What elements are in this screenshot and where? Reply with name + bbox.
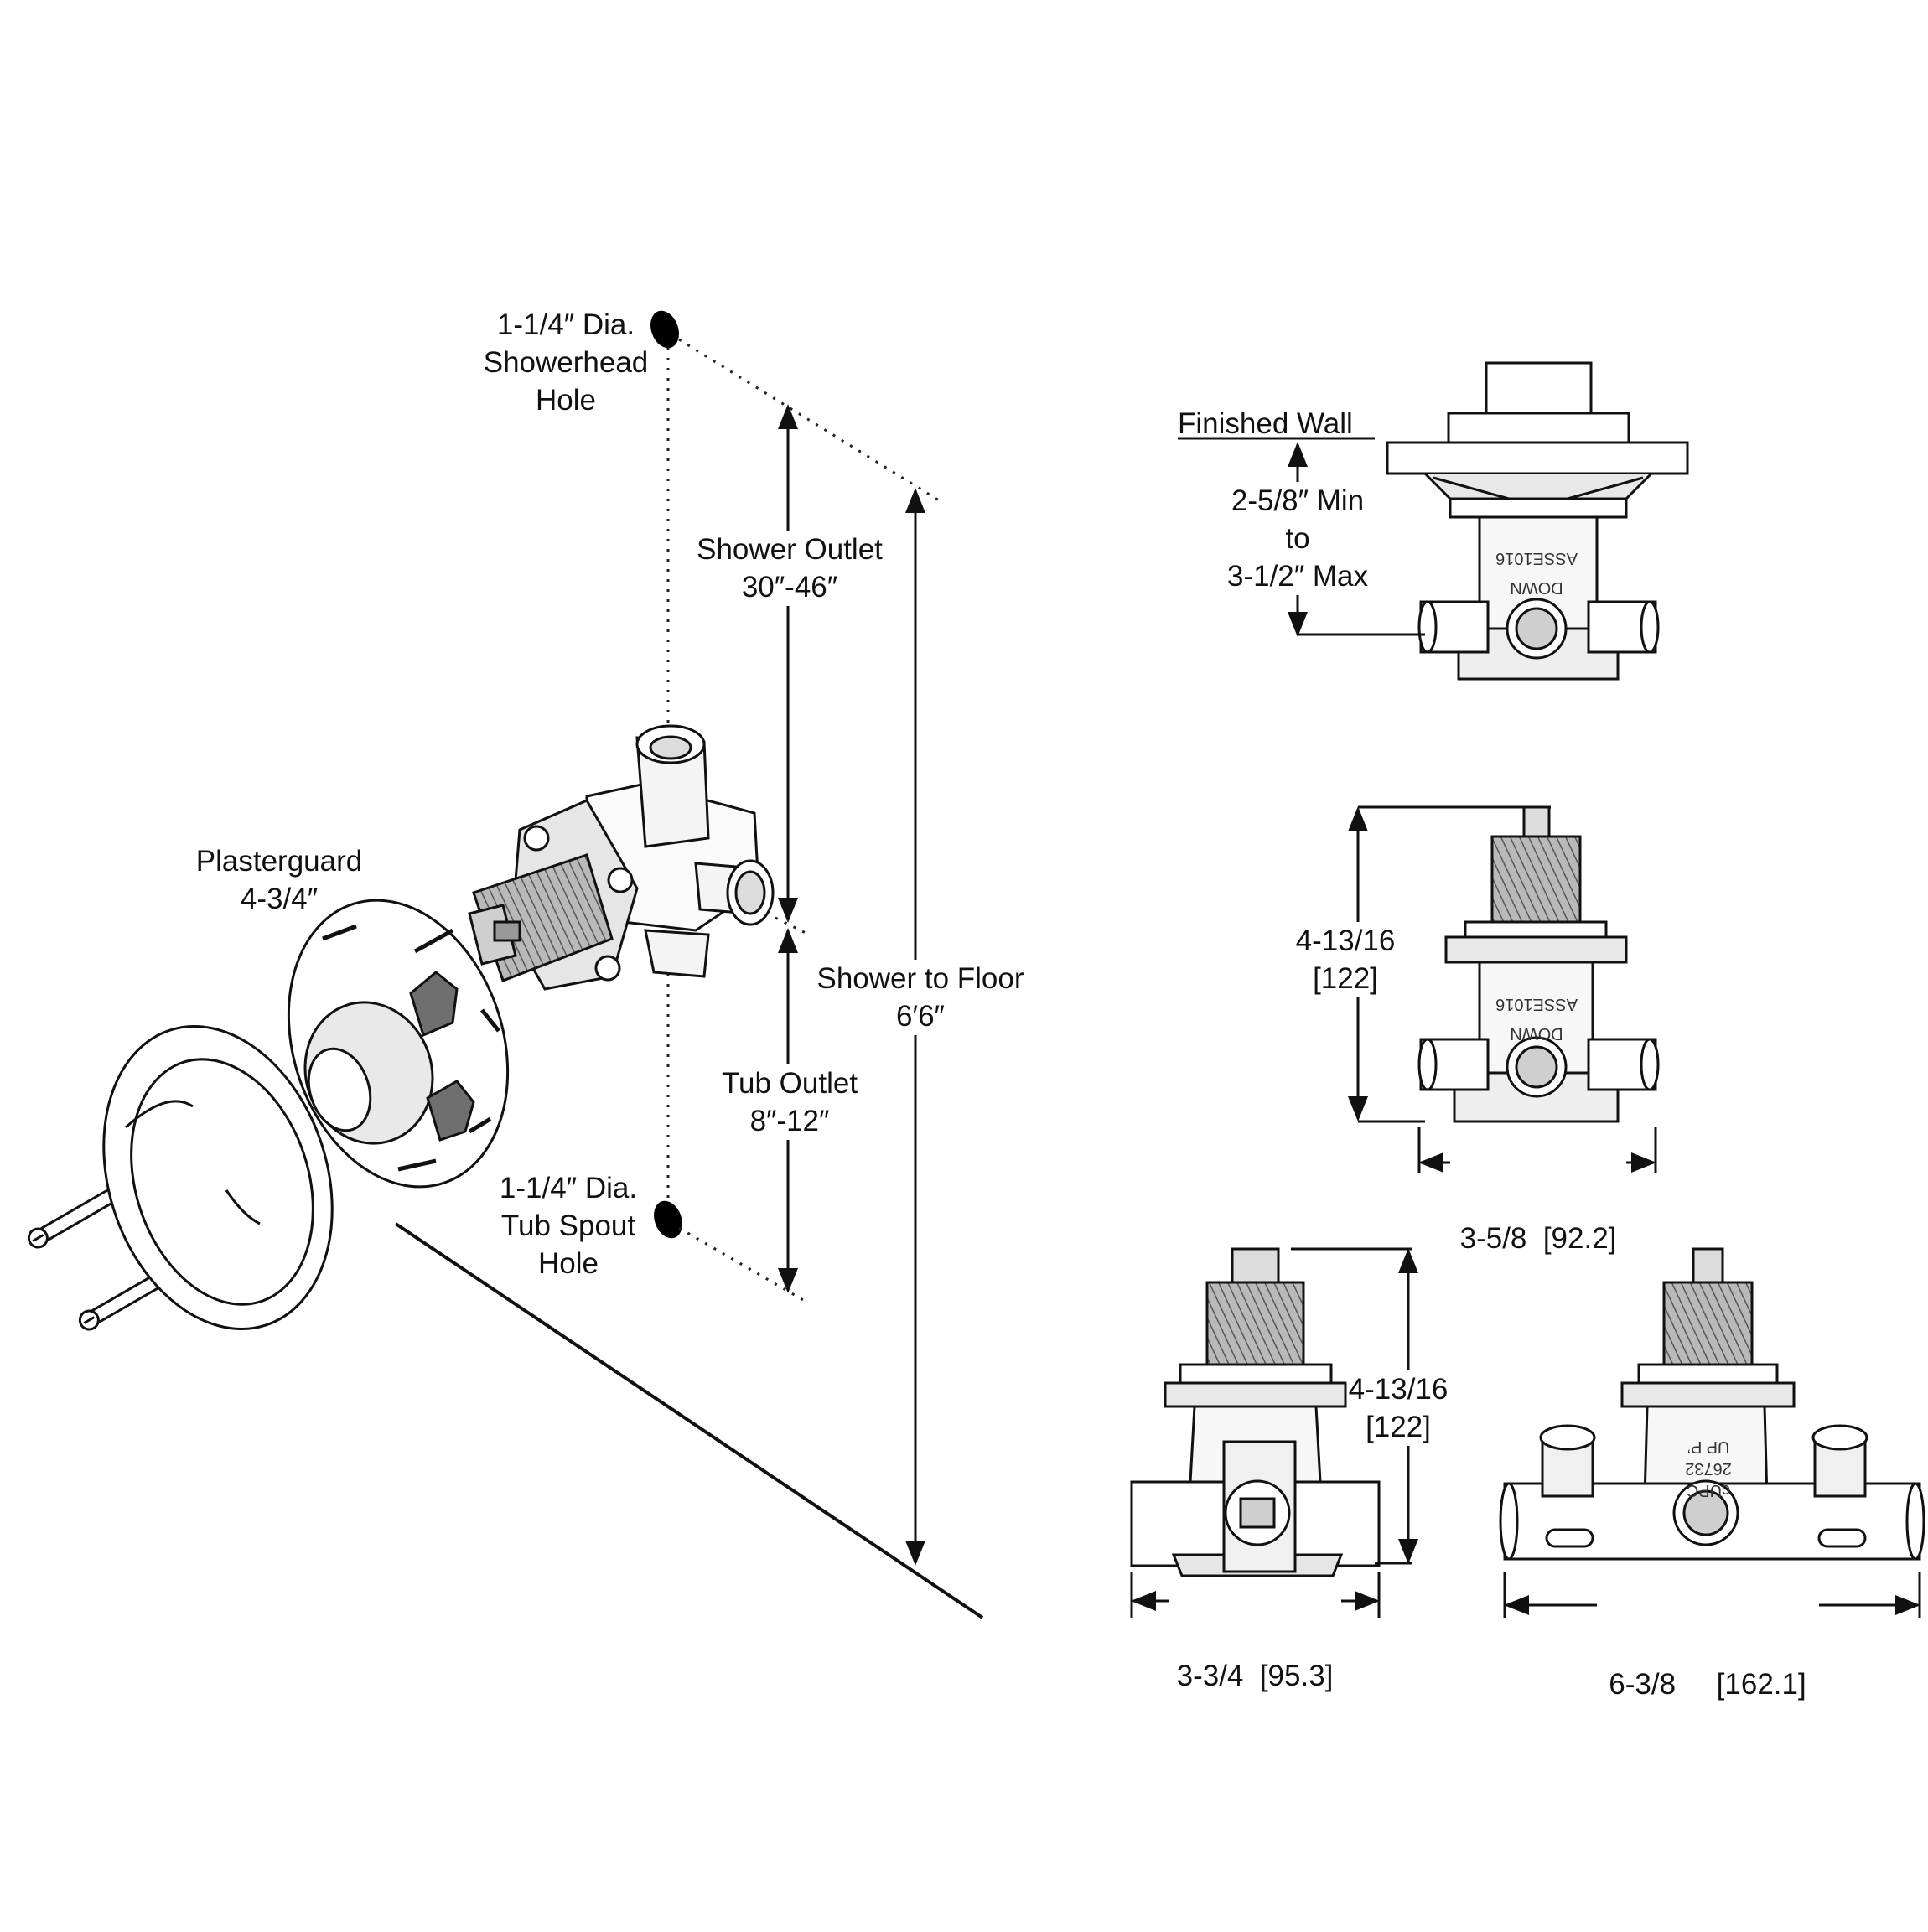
four-port-width-label: 6-3/8 [162.1] <box>1609 1668 1806 1701</box>
valve-body-isometric <box>468 724 775 991</box>
plasterguard <box>287 899 510 1189</box>
front-view-cert-marking: ASSE1016 <box>1495 995 1578 1013</box>
depth-range-label: 2-5/8″ Min to 3-1/2″ Max <box>1226 482 1369 595</box>
tub-outlet-label: Tub Outlet 8″-12″ <box>721 1064 858 1140</box>
shower-to-floor-label: Shower to Floor 6′6″ <box>816 960 1024 1035</box>
top-view-cert-marking: ASSE1016 <box>1495 549 1578 567</box>
valve-front-view <box>1348 805 1660 1173</box>
valve-four-port-view <box>1499 1247 1925 1618</box>
showerhead-hole-marker <box>650 310 679 349</box>
showerhead-hole-label: 1-1/4″ Dia. Showerhead Hole <box>483 308 649 417</box>
four-port-listing-3: cUPC <box>1687 1481 1730 1500</box>
front-view-orientation-marking: DOWN <box>1510 1024 1563 1043</box>
tub-spout-hole-label: 1-1/4″ Dia. Tub Spout Hole <box>499 1172 638 1280</box>
dotted-guide-lines <box>666 338 944 1305</box>
four-port-listing-2: 26732 <box>1685 1459 1732 1478</box>
trim-ring <box>102 1025 334 1330</box>
tub-spout-hole-marker <box>654 1200 682 1239</box>
valve-side-view <box>1130 1247 1418 1618</box>
plasterguard-label: Plasterguard 4-3/4″ <box>195 845 363 915</box>
front-width-label: 3-5/8 [92.2] <box>1459 1222 1617 1255</box>
finished-wall-label: Finished Wall <box>1178 407 1353 440</box>
four-port-listing-1: UP P’ <box>1687 1437 1730 1456</box>
side-height-label: 4-13/16 [122] <box>1348 1370 1449 1446</box>
shower-outlet-label: Shower Outlet 30″-46″ <box>697 531 883 606</box>
top-view-orientation-marking: DOWN <box>1510 578 1563 597</box>
side-width-label: 3-3/4 [95.3] <box>1176 1660 1334 1692</box>
front-height-label: 4-13/16 [122] <box>1295 922 1396 997</box>
wall-edge-line <box>394 1222 984 1619</box>
valve-top-view <box>1178 361 1689 681</box>
